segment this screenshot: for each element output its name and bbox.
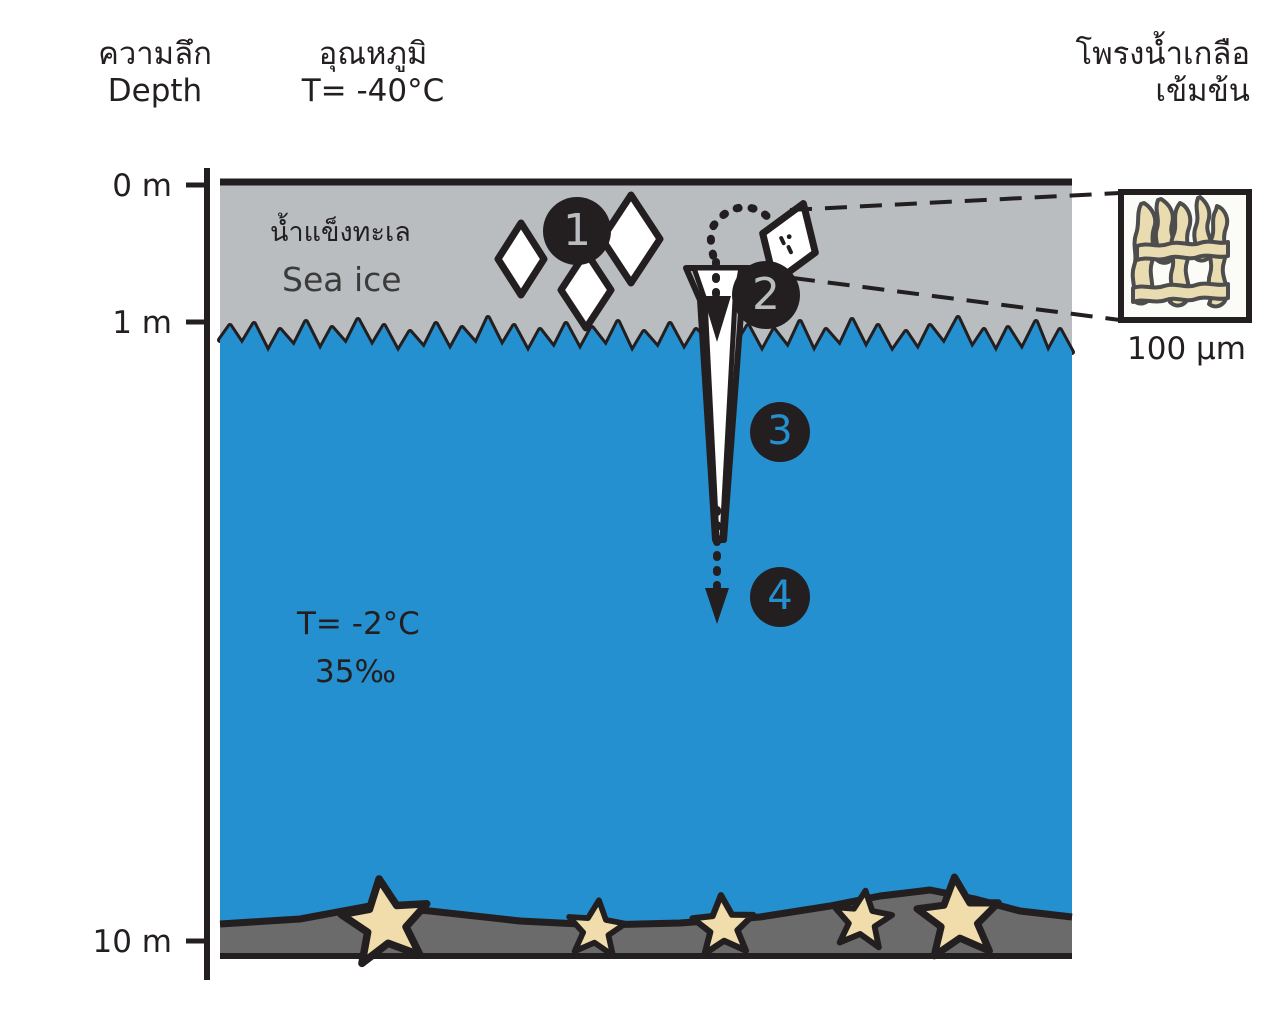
step-marker-3-number: 3 [767, 408, 793, 454]
ice-crystal [598, 191, 664, 287]
step-marker-1[interactable] [543, 197, 611, 265]
starfish [566, 897, 629, 959]
starfish [689, 892, 757, 957]
axis-label-10m: 10 m [92, 924, 173, 960]
step-marker-2[interactable] [732, 261, 800, 329]
brine-arrow-in-channel [703, 296, 731, 342]
axis-label-1m: 1 m [112, 305, 172, 341]
callout-line-bottom [792, 276, 1121, 322]
callout-line-top [789, 191, 1121, 212]
header-brine: โพรงน้ำเกลือ เข้มข้น [1000, 36, 1250, 109]
brine-flow-path [703, 203, 784, 624]
starfish-group [337, 873, 1002, 968]
header-temperature-english: T= -40°C [301, 72, 445, 109]
sea-water-layer [220, 318, 1072, 958]
water-temperature-label: T= -2°C [297, 606, 420, 642]
starfish [913, 873, 1002, 960]
step-marker-3[interactable] [750, 402, 810, 462]
inset-callout-lines [789, 191, 1121, 322]
ice-crystal [557, 248, 615, 332]
ice-crystal-group [494, 191, 819, 332]
header-depth-english: Depth [107, 72, 203, 109]
brine-arrowhead-bottom [705, 588, 729, 624]
step-marker-2-number: 2 [752, 269, 780, 320]
header-brine-thai: โพรงน้ำเกลือ [1075, 36, 1250, 72]
sea-ice-body [220, 182, 1072, 352]
header-temperature: อุณหภูมิ T= -40°C [258, 36, 488, 109]
starfish [831, 887, 896, 951]
sea-ice-label-thai: น้ำแข็งทะเล [270, 217, 411, 248]
sea-ice-label-english: Sea ice [282, 260, 402, 299]
header-depth-thai: ความลึก [98, 36, 212, 72]
brine-microstructure-inset [1118, 189, 1252, 323]
step-marker-1-number: 1 [563, 205, 591, 256]
header-depth: ความลึก Depth [40, 36, 270, 109]
step-marker-4[interactable] [750, 567, 810, 627]
step-marker-4-number: 4 [767, 573, 793, 619]
step-markers [543, 197, 810, 627]
water-salinity-label: 35‰ [315, 654, 397, 690]
inset-content [1130, 195, 1230, 309]
header-brine-subtitle: เข้มข้น [1155, 72, 1250, 109]
inset-scale-label: 100 µm [1127, 331, 1246, 367]
starfish [337, 875, 431, 968]
ice-crystal [494, 219, 548, 299]
sea-water-body [220, 318, 1072, 958]
header-temperature-thai: อุณหภูมิ [318, 36, 428, 72]
axis-label-0m: 0 m [112, 168, 172, 204]
depth-axis [186, 168, 210, 980]
